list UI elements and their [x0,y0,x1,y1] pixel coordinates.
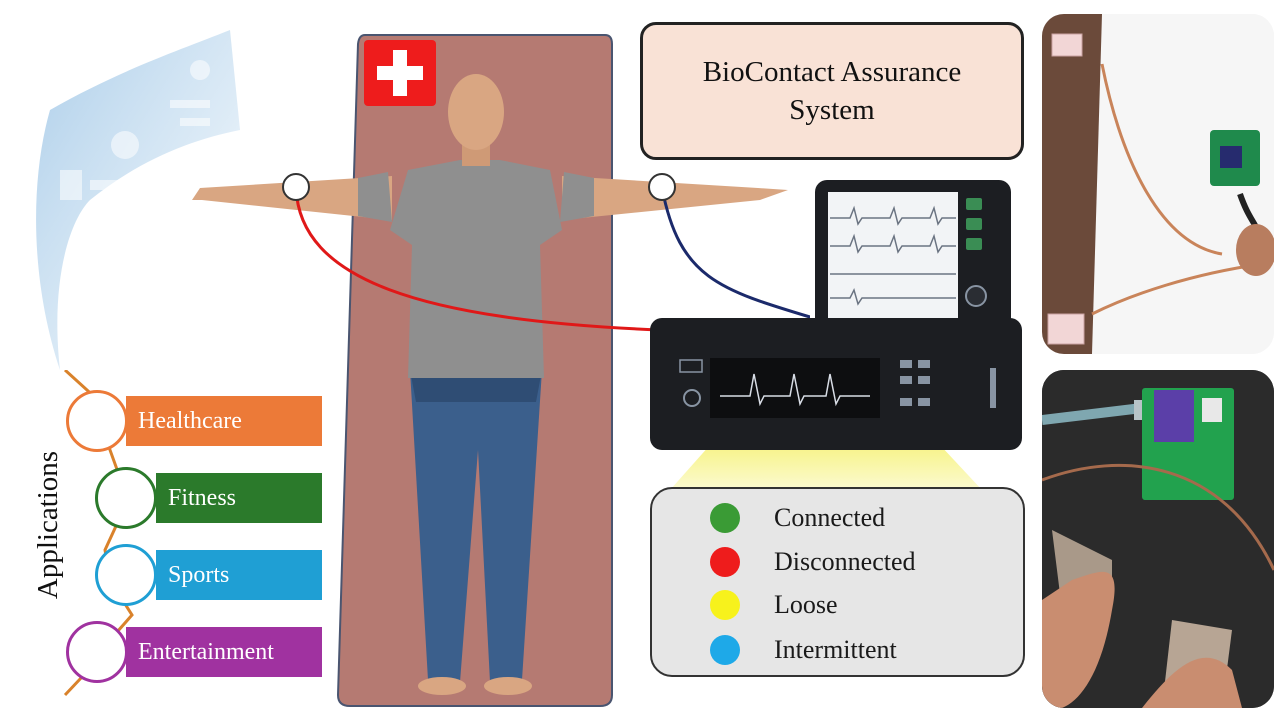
patient-monitor [650,180,1022,450]
app-circle-fitness [95,467,157,529]
app-label-healthcare: Healthcare [138,407,242,434]
legend-item-loose: Loose [710,590,838,620]
system-title-box: BioContact Assurance System [640,22,1024,160]
app-circle-sports [95,544,157,606]
legend-label: Intermittent [774,635,897,664]
legend-label: Connected [774,503,886,532]
legend-item-intermittent: Intermittent [710,635,897,665]
photo-finger-electrodes [1042,370,1274,708]
status-dot-icon [710,635,740,665]
app-circle-healthcare [66,390,128,452]
app-label-entertainment: Entertainment [138,638,274,665]
applications-title: Applications [32,450,64,600]
patient-illustration [192,34,810,707]
status-dot-icon [710,590,740,620]
status-dot-icon [710,503,740,533]
legend-label: Loose [774,590,838,619]
status-legend: Connected Disconnected Loose Intermitten… [650,487,1025,677]
photo-wearable-device [1042,14,1274,354]
app-label-sports: Sports [168,561,230,588]
medical-cross-icon [364,40,436,106]
app-circle-entertainment [66,621,128,683]
app-bar-healthcare: Healthcare [126,396,322,446]
legend-item-disconnected: Disconnected [710,547,916,577]
app-bar-sports: Sports [156,550,322,600]
wire-left [294,187,661,332]
legend-label: Disconnected [774,547,916,576]
app-bar-fitness: Fitness [156,473,322,523]
status-dot-icon [710,547,740,577]
electrode-icon [282,173,310,201]
wire-right [660,187,810,319]
system-title: BioContact Assurance System [702,56,962,126]
electrode-icon [648,173,676,201]
indicator-light-beam [670,445,982,490]
app-bar-entertainment: Entertainment [126,627,322,677]
hologram-display [36,30,240,370]
legend-item-connected: Connected [710,503,885,533]
app-label-fitness: Fitness [168,484,237,511]
